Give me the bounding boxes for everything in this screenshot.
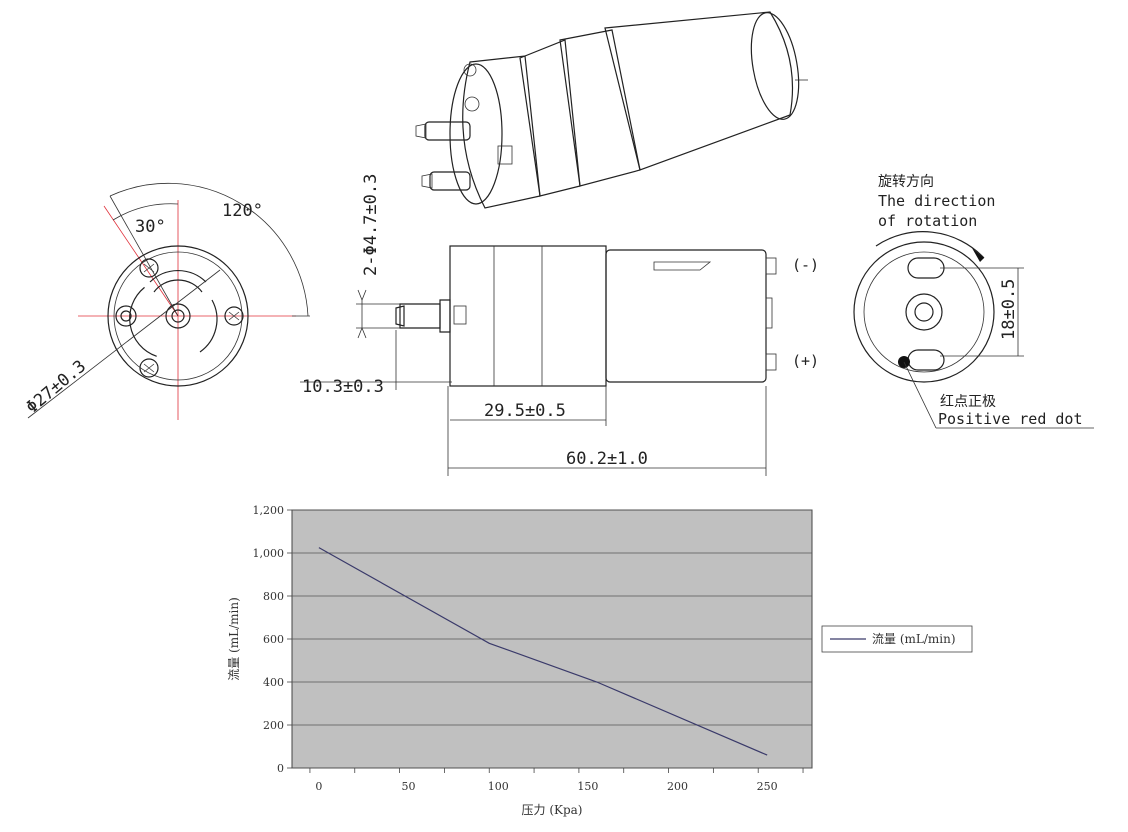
y-tick-label: 1,000 bbox=[253, 547, 285, 560]
rear-view bbox=[853, 231, 1094, 429]
port-diameter-label: 2-Φ4.7±0.3 bbox=[361, 174, 381, 276]
y-tick-label: 400 bbox=[263, 676, 284, 689]
rotation-title-zh: 旋转方向 bbox=[878, 174, 934, 190]
x-tick-label: 100 bbox=[488, 780, 509, 793]
rotation-title-en-2: of rotation bbox=[878, 212, 977, 230]
red-dot-zh: 红点正极 bbox=[940, 394, 996, 410]
angle-30-label: 30° bbox=[135, 217, 166, 237]
y-tick-label: 0 bbox=[277, 762, 284, 775]
x-tick-label: 50 bbox=[402, 780, 416, 793]
x-axis-label: 压力 (Kpa) bbox=[522, 803, 583, 817]
pump-length-label: 29.5±0.5 bbox=[484, 401, 566, 421]
terminal-negative-label: (-) bbox=[792, 256, 819, 274]
y-tick-label: 800 bbox=[263, 590, 284, 603]
terminal-positive-label: (+) bbox=[792, 352, 819, 370]
x-tick-label: 250 bbox=[757, 780, 778, 793]
legend-label: 流量 (mL/min) bbox=[872, 632, 956, 646]
x-tick-label: 200 bbox=[667, 780, 688, 793]
series-line bbox=[318, 547, 768, 756]
flow-pressure-chart: 0 200 400 600 800 1,000 1,200 0 50 100 150 200 250 压力… bbox=[227, 504, 973, 817]
total-length-label: 60.2±1.0 bbox=[566, 449, 648, 469]
y-tick-label: 1,200 bbox=[253, 504, 285, 517]
height-label: 18±0.5 bbox=[999, 279, 1019, 340]
x-tick-label: 150 bbox=[577, 780, 598, 793]
isometric-view bbox=[415, 11, 808, 209]
nozzle-length-label: 10.3±0.3 bbox=[302, 377, 384, 397]
side-view bbox=[300, 245, 777, 476]
y-axis-label: 流量 (mL/min) bbox=[227, 597, 241, 681]
diameter-label: Φ27±0.3 bbox=[22, 356, 90, 417]
angle-120-label: 120° bbox=[222, 201, 263, 221]
y-tick-label: 600 bbox=[263, 633, 284, 646]
rotation-title-en-1: The direction bbox=[878, 192, 995, 210]
y-tick-label: 200 bbox=[263, 719, 284, 732]
front-view bbox=[27, 182, 310, 420]
red-dot-en: Positive red dot bbox=[938, 410, 1083, 428]
x-tick-label: 0 bbox=[315, 780, 322, 793]
